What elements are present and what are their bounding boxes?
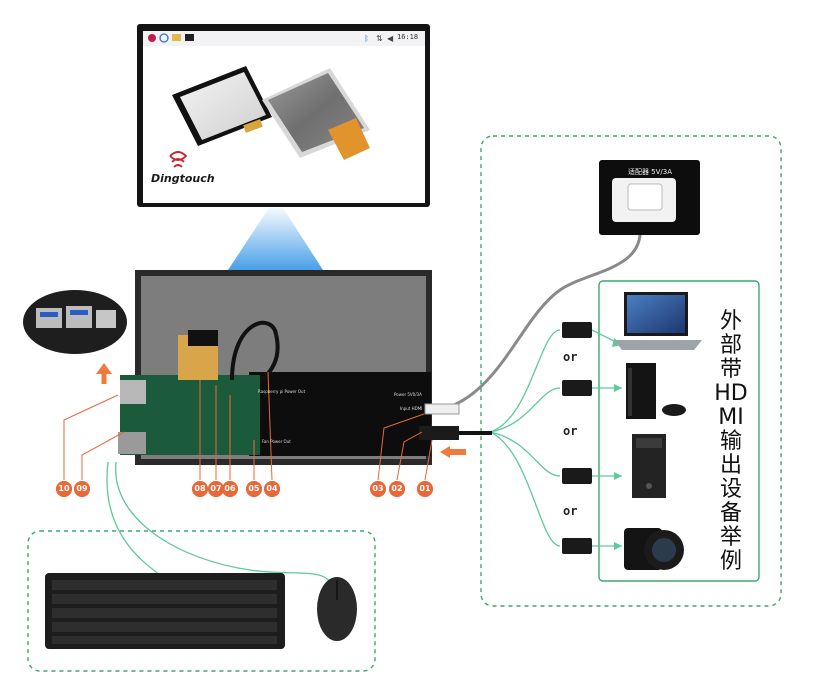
volume-icon: ◀ [387,34,394,43]
hdmi-plugs [562,322,592,554]
keyboard-device [45,573,285,649]
power-cable [439,224,642,412]
driver-board [249,372,431,456]
charger-brick [627,183,663,211]
or-label-3: or [563,504,578,518]
callout-05: 05 [246,481,262,497]
callout-08: 08 [192,481,208,497]
folder-icon [172,34,181,41]
adapter-label: 适配器 5V/3A [627,168,673,176]
external-devices-dashed-box [480,135,782,607]
projection-beam [228,208,323,270]
brand-logo-text: Dingtouch [151,172,215,185]
callout-07: 07 [208,481,224,497]
callout-leader-lines [63,371,433,481]
callout-01: 01 [417,481,433,497]
board-label-power-input: Power 5V0/3A [394,392,422,397]
globe-icon [159,33,169,43]
lcd-panel-image [262,68,370,160]
terminal-icon [185,34,194,41]
pi-ports-inset [23,290,127,354]
green-arrowheads [612,338,622,550]
external-hdmi-devices-caption: 外部带HDMI输出设备举例 [714,309,748,574]
board-label-pi-power: Raspberry pi Power Out [258,389,306,394]
camera-device [624,528,684,570]
usb-ports [120,380,146,404]
board-label-fan-power: Fan Power Out [262,439,291,444]
callout-04: 04 [264,481,280,497]
bluetooth-icon: ᛒ [364,34,369,43]
laptop-device [614,292,702,350]
game-console-device [626,363,686,419]
network-icon: ⇅ [376,34,383,43]
or-label-1: or [563,350,578,364]
callout-02: 02 [389,481,405,497]
callout-10: 10 [56,481,72,497]
peripherals-dashed-box [27,530,376,672]
touch-panel-image [172,66,272,146]
camera-module [188,330,218,346]
or-label-2: or [563,424,578,438]
brand-logo-mark [169,151,188,168]
black-cable [230,320,280,382]
callout-06: 06 [222,481,238,497]
hdmi-devices-solid-box [598,280,760,582]
raspberry-icon [148,34,156,42]
taskbar-clock: 16:18 [397,33,419,41]
power-connector-on-board [424,403,460,415]
monitor-taskbar [143,31,425,46]
desktop-pc-device [632,434,666,498]
ethernet-port [118,432,146,454]
callout-09: 09 [74,481,90,497]
hdmi-connector-on-board [419,426,459,440]
board-label-hdmi-input: Input HDMI [400,406,423,411]
callout-03: 03 [370,481,386,497]
mouse-device [317,577,357,641]
